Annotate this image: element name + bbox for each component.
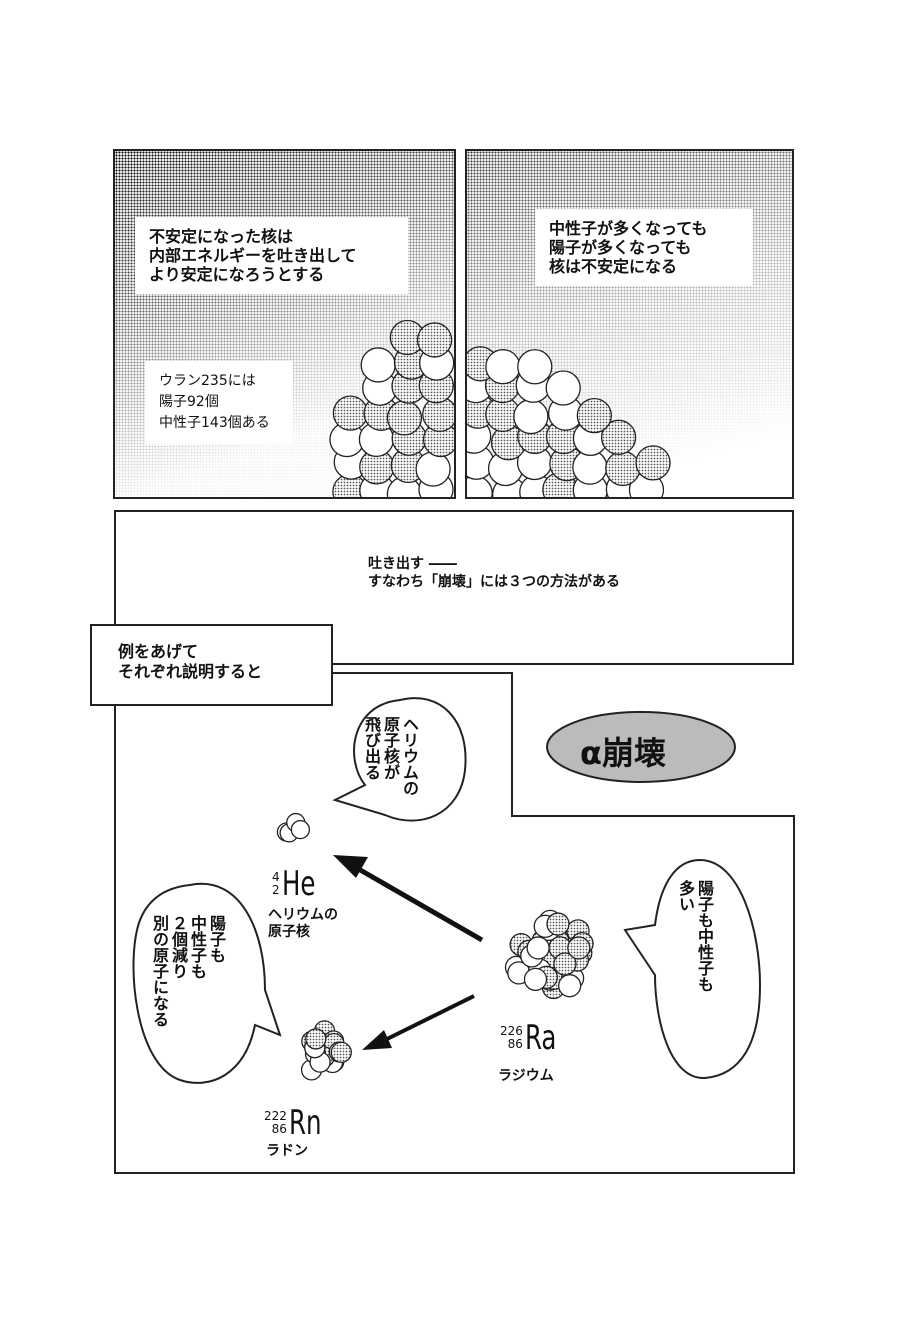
nucleon: [305, 1028, 327, 1050]
caption-box: 例をあげて それぞれ説明すると: [90, 624, 333, 706]
atomic-number: 86: [271, 1122, 287, 1136]
element-name-helium: ヘリウムの 原子核: [268, 907, 338, 940]
arrow-to-helium: [353, 864, 484, 943]
narration-box: 不安定になった核は 内部エネルギーを吐き出して より安定になろうとする: [135, 217, 408, 294]
mass-number: 226: [500, 1024, 523, 1038]
nucleon: [517, 349, 553, 385]
atomic-number: 86: [507, 1037, 523, 1051]
helium-nucleus: [276, 812, 311, 843]
nucleon: [526, 936, 550, 960]
radium-nucleus: [504, 909, 594, 1000]
nucleon: [416, 322, 453, 358]
radon-nucleus: [300, 1020, 352, 1081]
nucleon: [553, 952, 577, 976]
note-box: ウラン235には 陽子92個 中性子143個ある: [145, 361, 293, 444]
element-symbol: Rn: [288, 1103, 322, 1143]
element-name-radium: ラジウム: [498, 1068, 554, 1084]
nucleus-cluster-uranium: [329, 319, 454, 497]
nucleon: [558, 974, 582, 998]
nucleon: [576, 397, 612, 434]
speech-bubble-radium: [623, 858, 762, 1080]
speech-bubble-helium: [332, 697, 467, 822]
arrow-head-icon: [333, 855, 368, 878]
narration-box: 中性子が多くなっても 陽子が多くなっても 核は不安定になる: [535, 209, 753, 286]
bubble-text-radon: 陽子も 中性子も ２個減り 別の原子になる: [150, 915, 226, 1027]
element-symbol: He: [281, 864, 316, 904]
nucleon: [546, 912, 570, 936]
decay-intro-line1: 吐き出す ――: [368, 556, 457, 572]
element-name-radon: ラドン: [266, 1143, 308, 1159]
bubble-text-radium: 陽子も中性子も 多い: [676, 880, 714, 992]
element-symbol: Ra: [524, 1018, 557, 1058]
nucleon: [545, 370, 581, 406]
nucleus-cluster: [467, 346, 671, 497]
nucleon: [330, 1041, 352, 1064]
arrow-to-radon: [384, 994, 475, 1042]
panel-1: 不安定になった核は 内部エネルギーを吐き出して より安定になろうとする ウラン2…: [113, 149, 456, 499]
alpha-decay-title: α崩壊: [580, 734, 666, 772]
nucleon: [635, 445, 671, 481]
nucleon: [523, 967, 548, 991]
bubble-text-helium: ヘリウムの 原子核が 飛び出る: [362, 716, 419, 796]
atomic-number: 2: [272, 883, 280, 897]
mass-number: 222: [264, 1109, 287, 1123]
speech-bubble-radon: [132, 882, 282, 1084]
nucleon: [290, 819, 311, 840]
nucleon: [567, 936, 591, 960]
nucleon: [600, 419, 637, 455]
panel-3: 吐き出す ―― すなわち「崩壊」には３つの方法がある: [114, 510, 794, 665]
panel-2: 中性子が多くなっても 陽子が多くなっても 核は不安定になる: [465, 149, 794, 499]
mass-number: 4: [272, 870, 280, 884]
alpha-decay-title-ellipse: [546, 711, 736, 783]
arrow-head-icon: [362, 1030, 392, 1050]
decay-intro-line2: すなわち「崩壊」には３つの方法がある: [368, 574, 620, 590]
